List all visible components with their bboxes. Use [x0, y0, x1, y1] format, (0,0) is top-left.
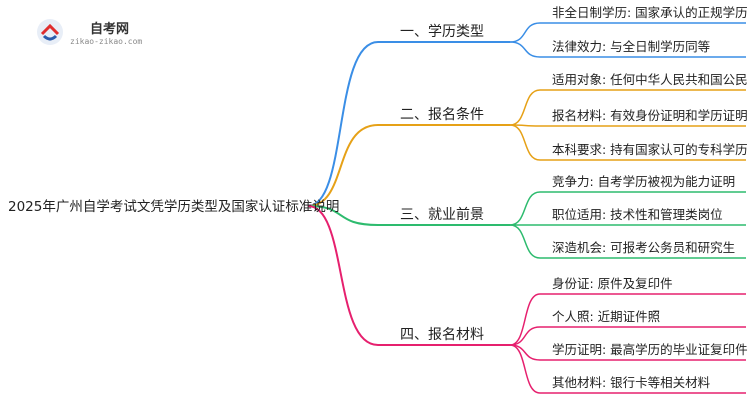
logo-mark-icon: [37, 19, 63, 45]
leaf-label: 个人照: 近期证件照: [552, 309, 660, 324]
branch-label: 二、报名条件: [400, 106, 484, 123]
branch-label: 三、就业前景: [400, 206, 484, 223]
leaf-link: [509, 344, 541, 361]
leaf-label: 学历证明: 最高学历的毕业证复印件: [552, 342, 748, 357]
leaf-link: [509, 191, 541, 226]
leaf-link: [509, 124, 541, 161]
leaf-label: 法律效力: 与全日制学历同等: [552, 39, 710, 54]
branch-link: [307, 41, 379, 207]
leaf-link: [509, 344, 541, 394]
leaf-label: 身份证: 原件及复印件: [552, 276, 673, 291]
leaf-label: 深造机会: 可报考公务员和研究生: [552, 240, 735, 255]
leaf-label: 报名材料: 有效身份证明和学历证明: [552, 108, 748, 123]
leaf-label: 适用对象: 任何中华人民共和国公民: [552, 72, 748, 87]
branch-link: [307, 205, 379, 346]
leaf-label: 职位适用: 技术性和管理类岗位: [552, 207, 723, 222]
leaf-label: 非全日制学历: 国家承认的正规学历: [552, 5, 748, 20]
logo-url: zikao-zikao.com: [70, 37, 143, 46]
leaf-link: [509, 293, 541, 346]
logo-title: 自考网: [90, 22, 130, 37]
leaf-link: [509, 41, 541, 58]
leaf-link: [509, 22, 541, 43]
leaf-link: [509, 326, 541, 346]
root-node-label: 2025年广州自学考试文凭学历类型及国家认证标准说明: [8, 198, 339, 215]
branch-link: [307, 124, 379, 207]
site-logo: 自考网 zikao-zikao.com: [36, 12, 156, 52]
branch-label: 一、学历类型: [400, 24, 484, 40]
leaf-label: 本科要求: 持有国家认可的专科学历: [552, 142, 748, 157]
branch-link: [307, 205, 379, 226]
leaf-link: [509, 224, 541, 259]
branch-label: 四、报名材料: [400, 327, 484, 343]
leaf-label: 竞争力: 自考学历被视为能力证明: [552, 174, 735, 189]
leaf-link: [509, 89, 541, 126]
leaf-label: 其他材料: 银行卡等相关材料: [552, 375, 711, 390]
